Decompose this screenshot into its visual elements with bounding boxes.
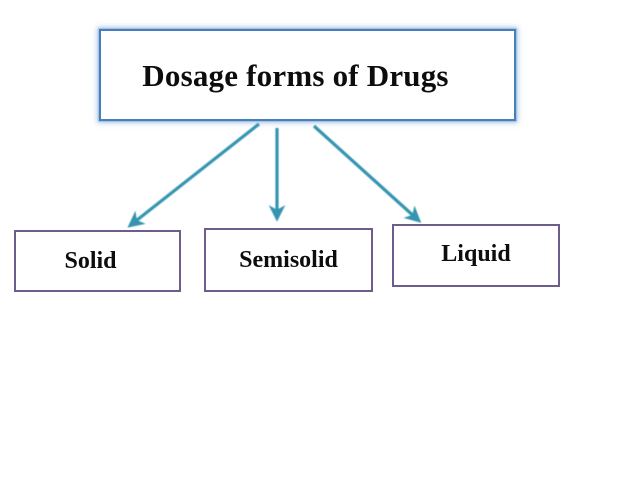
root-node-dosage-forms[interactable]: Dosage forms of Drugs <box>99 29 516 121</box>
arrow-to-solid <box>127 122 260 228</box>
node-liquid-label: Liquid <box>441 240 511 267</box>
node-solid-label: Solid <box>64 248 117 274</box>
root-node-label: Dosage forms of Drugs <box>142 57 449 93</box>
node-solid[interactable]: Solid <box>14 230 181 292</box>
node-semisolid[interactable]: Semisolid <box>204 228 373 292</box>
node-liquid[interactable]: Liquid <box>392 224 560 287</box>
arrow-to-liquid <box>312 124 422 223</box>
node-semisolid-label: Semisolid <box>239 247 338 273</box>
